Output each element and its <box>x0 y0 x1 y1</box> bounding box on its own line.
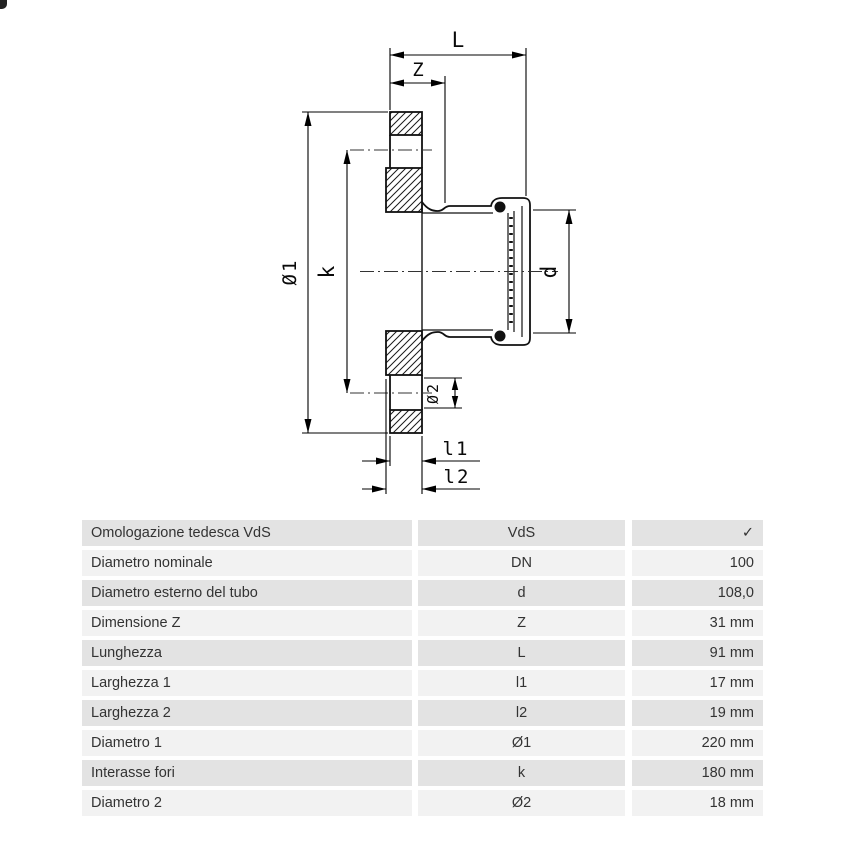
dim-label-k: k <box>315 265 339 278</box>
spec-value-cell: ✓ <box>632 520 763 546</box>
spec-name-cell: Larghezza 2 <box>82 700 412 726</box>
dimension-dia2: Ø2 <box>424 377 462 409</box>
spec-name-cell: Larghezza 1 <box>82 670 412 696</box>
table-row: Lunghezza L 91 mm <box>82 640 763 666</box>
dimension-l2: l2 <box>362 379 480 494</box>
table-row: Diametro nominale DN 100 <box>82 550 763 576</box>
centerlines <box>350 149 558 394</box>
dimension-dia1: Ø1 <box>279 111 388 434</box>
o-ring-top <box>494 201 506 213</box>
spec-name-cell: Diametro nominale <box>82 550 412 576</box>
table-row: Diametro 2 Ø2 18 mm <box>82 790 763 816</box>
spec-table: Omologazione tedesca VdS VdS ✓ Diametro … <box>82 520 763 820</box>
flange-bolt-hole-edges <box>389 135 423 410</box>
dimension-l1: l1 <box>362 436 480 466</box>
spec-value-cell: 180 mm <box>632 760 763 786</box>
spec-name-cell: Omologazione tedesca VdS <box>82 520 412 546</box>
spec-value-cell: 17 mm <box>632 670 763 696</box>
spec-symbol-cell: Z <box>418 610 625 636</box>
dimensions: L Z Ø1 k <box>279 28 576 494</box>
dim-label-d: d <box>537 266 561 279</box>
spec-name-cell: Diametro esterno del tubo <box>82 580 412 606</box>
flange-bottom-rim <box>389 409 423 434</box>
o-ring-bottom <box>494 330 506 342</box>
table-row: Omologazione tedesca VdS VdS ✓ <box>82 520 763 546</box>
dim-label-l2: l2 <box>444 466 471 488</box>
spec-name-cell: Dimensione Z <box>82 610 412 636</box>
spec-symbol-cell: l1 <box>418 670 625 696</box>
dimension-k: k <box>315 150 351 393</box>
dimension-d: d <box>533 209 576 334</box>
spec-value-cell: 18 mm <box>632 790 763 816</box>
spec-name-cell: Diametro 1 <box>82 730 412 756</box>
table-row: Larghezza 2 l2 19 mm <box>82 700 763 726</box>
spec-symbol-cell: l2 <box>418 700 625 726</box>
spec-symbol-cell: Ø1 <box>418 730 625 756</box>
dim-label-L: L <box>452 28 465 52</box>
spec-value-cell: 91 mm <box>632 640 763 666</box>
table-row: Diametro esterno del tubo d 108,0 <box>82 580 763 606</box>
spec-symbol-cell: k <box>418 760 625 786</box>
flange-upper-hub <box>385 167 423 213</box>
spec-symbol-cell: d <box>418 580 625 606</box>
spec-value-cell: 19 mm <box>632 700 763 726</box>
spec-value-cell: 108,0 <box>632 580 763 606</box>
spec-name-cell: Diametro 2 <box>82 790 412 816</box>
spec-symbol-cell: DN <box>418 550 625 576</box>
dim-label-Z: Z <box>412 59 423 81</box>
table-row: Interasse fori k 180 mm <box>82 760 763 786</box>
technical-drawing: L Z Ø1 k <box>279 28 576 494</box>
table-row: Diametro 1 Ø1 220 mm <box>82 730 763 756</box>
spec-symbol-cell: Ø2 <box>418 790 625 816</box>
flange-section <box>385 111 423 434</box>
dim-label-l1: l1 <box>443 438 470 460</box>
spec-symbol-cell: VdS <box>418 520 625 546</box>
spec-name-cell: Interasse fori <box>82 760 412 786</box>
dimension-Z: Z <box>390 59 446 203</box>
flange-top-rim <box>389 111 423 136</box>
spec-value-cell: 220 mm <box>632 730 763 756</box>
table-row: Larghezza 1 l1 17 mm <box>82 670 763 696</box>
socket-inner-walls <box>422 212 493 331</box>
dimension-L: L <box>389 28 527 196</box>
spec-symbol-cell: L <box>418 640 625 666</box>
dim-label-dia2: Ø2 <box>424 382 442 404</box>
spec-value-cell: 31 mm <box>632 610 763 636</box>
spec-name-cell: Lunghezza <box>82 640 412 666</box>
spec-value-cell: 100 <box>632 550 763 576</box>
dim-label-dia1: Ø1 <box>279 259 301 286</box>
flange-lower-hub <box>385 330 423 376</box>
corner-artifact <box>0 0 7 9</box>
table-row: Dimensione Z Z 31 mm <box>82 610 763 636</box>
